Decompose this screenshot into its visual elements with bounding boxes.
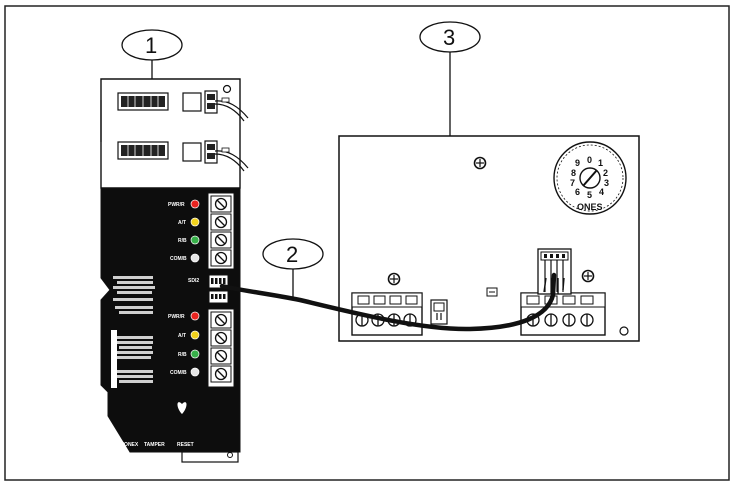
label-pwr-r-top: PWR/R [168,202,185,208]
label-zonex: ZONEX [121,442,139,448]
sdi2-header [208,274,229,304]
label-comb-bottom: COM/B [170,370,187,376]
label-rb-top: R/B [178,238,187,244]
led-yellow-top [190,217,200,227]
led-green-top [190,235,200,245]
callout-1: 1 [121,29,183,79]
dial-digit-7: 7 [570,178,575,188]
edge-hole [227,452,233,458]
led-white-bottom [190,367,200,377]
standoff-right [581,269,595,283]
address-switch-board: 0 1 2 3 4 5 6 7 8 9 ONES [338,135,640,342]
ribbon-connector-top [117,92,169,111]
dial-digit-4: 4 [599,187,604,197]
dial-digit-2: 2 [603,168,608,178]
label-tamper: TAMPER [144,442,165,448]
dial-digit-5: 5 [587,190,592,200]
label-at-top: A/T [178,220,186,226]
led-red-bottom [190,311,200,321]
lead-connector-top [204,90,249,122]
label-pwr-r-bottom: PWR/R [168,314,185,320]
dial-digit-1: 1 [598,158,603,168]
jumper-header [430,299,448,325]
square-pad-top [182,92,202,112]
board-lower-section [100,187,241,453]
tamper-indicator-icon [177,402,187,414]
label-comb-top: COM/B [170,256,187,262]
label-reset: RESET [177,442,194,448]
callout-1-label: 1 [145,33,157,58]
square-pad-middle [182,142,202,162]
terminal-block-right [520,292,606,336]
callout-3: 3 [419,21,481,136]
callout-2-label: 2 [286,242,298,267]
mounting-hole-corner [619,326,629,336]
lead-connector-middle [204,140,249,172]
led-yellow-bottom [190,330,200,340]
callout-3-label: 3 [443,25,455,50]
cable-core-lines [543,277,565,295]
dial-digit-8: 8 [571,168,576,178]
dial-label: ONES [577,202,603,212]
terminal-block-upper [207,192,235,270]
ribbon-connector-middle [117,141,169,160]
label-rb-bottom: R/B [178,352,187,358]
interconnect-cable [219,272,557,332]
terminal-block-lower [207,308,235,388]
label-at-bottom: A/T [178,333,186,339]
dial-digit-9: 9 [575,158,580,168]
led-green-bottom [190,349,200,359]
rotary-address-switch: 0 1 2 3 4 5 6 7 8 9 ONES [553,141,627,215]
led-red-top [190,199,200,209]
terminal-block-left [351,292,423,336]
label-sdi2: SDI2 [188,278,199,284]
dial-digit-3: 3 [604,178,609,188]
control-panel-board: PWR/R A/T R/B COM/B SDI2 [100,78,249,463]
led-white-top [190,253,200,263]
fine-print-blocks [113,276,155,383]
board-edge-tab [181,451,239,463]
dial-digit-0: 0 [587,155,592,165]
standoff-left [387,272,401,286]
white-label-strip [111,330,117,388]
dial-digit-6: 6 [575,187,580,197]
mounting-hole-top [222,84,232,94]
callout-2: 2 [262,238,324,297]
standoff-top [473,156,487,170]
